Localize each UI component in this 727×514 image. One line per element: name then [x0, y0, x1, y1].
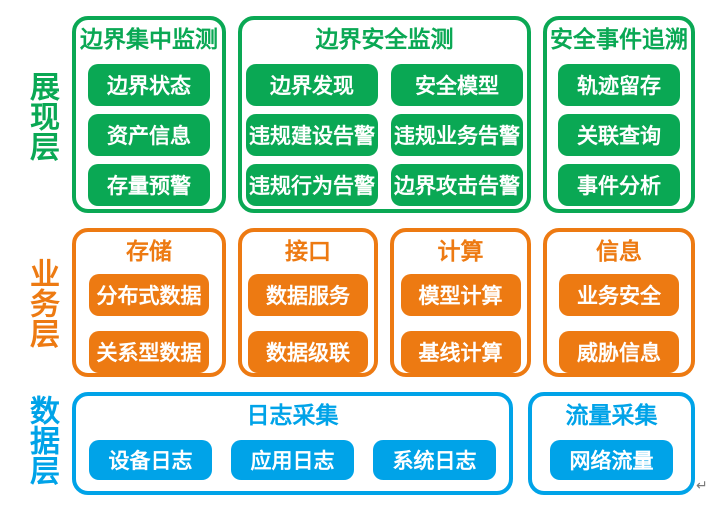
node-network-traffic: 网络流量	[550, 439, 673, 480]
group-title: 流量采集	[565, 402, 658, 428]
group-items: 轨迹留存 关联查询 事件分析	[558, 63, 680, 206]
group-title: 边界集中监测	[80, 26, 218, 52]
group-information: 信息 业务安全 威胁信息	[543, 228, 695, 377]
node-data-service: 数据服务	[248, 273, 368, 316]
group-title: 接口	[285, 238, 331, 264]
group-boundary-security-monitoring: 边界安全监测 边界发现 安全模型 违规建设告警 违规业务告警 违规行为告警 边界…	[238, 16, 531, 213]
node-threat-intel: 威胁信息	[559, 330, 679, 373]
node-stock-warning: 存量预警	[88, 163, 210, 206]
node-trace-retention: 轨迹留存	[558, 63, 680, 106]
group-interface: 接口 数据服务 数据级联	[238, 228, 378, 377]
layer-label-data: 数据层	[25, 395, 58, 485]
node-business-security: 业务安全	[559, 273, 679, 316]
group-items: 边界发现 安全模型 违规建设告警 违规业务告警 违规行为告警 边界攻击告警	[246, 63, 523, 206]
node-boundary-attack-alert: 边界攻击告警	[391, 163, 523, 206]
group-compute: 计算 模型计算 基线计算	[390, 228, 531, 377]
node-illegal-business-alert: 违规业务告警	[391, 113, 523, 156]
group-boundary-central-monitoring: 边界集中监测 边界状态 资产信息 存量预警	[72, 16, 226, 213]
node-boundary-status: 边界状态	[88, 63, 210, 106]
group-title: 边界安全监测	[315, 26, 454, 52]
node-model-compute: 模型计算	[400, 273, 521, 316]
group-title: 存储	[126, 238, 172, 264]
group-title: 安全事件追溯	[550, 26, 688, 52]
group-items: 模型计算 基线计算	[400, 273, 521, 373]
group-title: 信息	[596, 238, 642, 264]
group-items: 网络流量	[550, 439, 673, 480]
layer-label-presentation: 展现层	[25, 71, 58, 161]
node-app-log: 应用日志	[231, 439, 354, 480]
node-boundary-discovery: 边界发现	[246, 63, 378, 106]
node-illegal-construction-alert: 违规建设告警	[246, 113, 378, 156]
group-storage: 存储 分布式数据 关系型数据	[72, 228, 226, 377]
group-items: 边界状态 资产信息 存量预警	[88, 63, 210, 206]
node-distributed-data: 分布式数据	[89, 273, 209, 316]
paragraph-return-mark: ↵	[696, 477, 708, 493]
node-baseline-compute: 基线计算	[400, 330, 521, 373]
group-items: 数据服务 数据级联	[248, 273, 368, 373]
group-title: 日志采集	[246, 402, 339, 428]
node-system-log: 系统日志	[373, 439, 496, 480]
group-title: 计算	[437, 238, 484, 264]
group-items: 分布式数据 关系型数据	[89, 273, 209, 373]
node-relational-data: 关系型数据	[89, 330, 209, 373]
node-correlation-query: 关联查询	[558, 113, 680, 156]
group-log-collection: 日志采集 设备日志 应用日志 系统日志	[72, 392, 513, 495]
group-items: 业务安全 威胁信息	[559, 273, 679, 373]
node-illegal-behavior-alert: 违规行为告警	[246, 163, 378, 206]
node-security-model: 安全模型	[391, 63, 523, 106]
group-items: 设备日志 应用日志 系统日志	[89, 439, 496, 480]
node-event-analysis: 事件分析	[558, 163, 680, 206]
layer-label-business: 业务层	[25, 258, 58, 348]
node-device-log: 设备日志	[89, 439, 212, 480]
node-asset-info: 资产信息	[88, 113, 210, 156]
group-security-event-tracing: 安全事件追溯 轨迹留存 关联查询 事件分析	[543, 16, 695, 213]
node-data-cascade: 数据级联	[248, 330, 368, 373]
group-traffic-collection: 流量采集 网络流量	[528, 392, 695, 495]
